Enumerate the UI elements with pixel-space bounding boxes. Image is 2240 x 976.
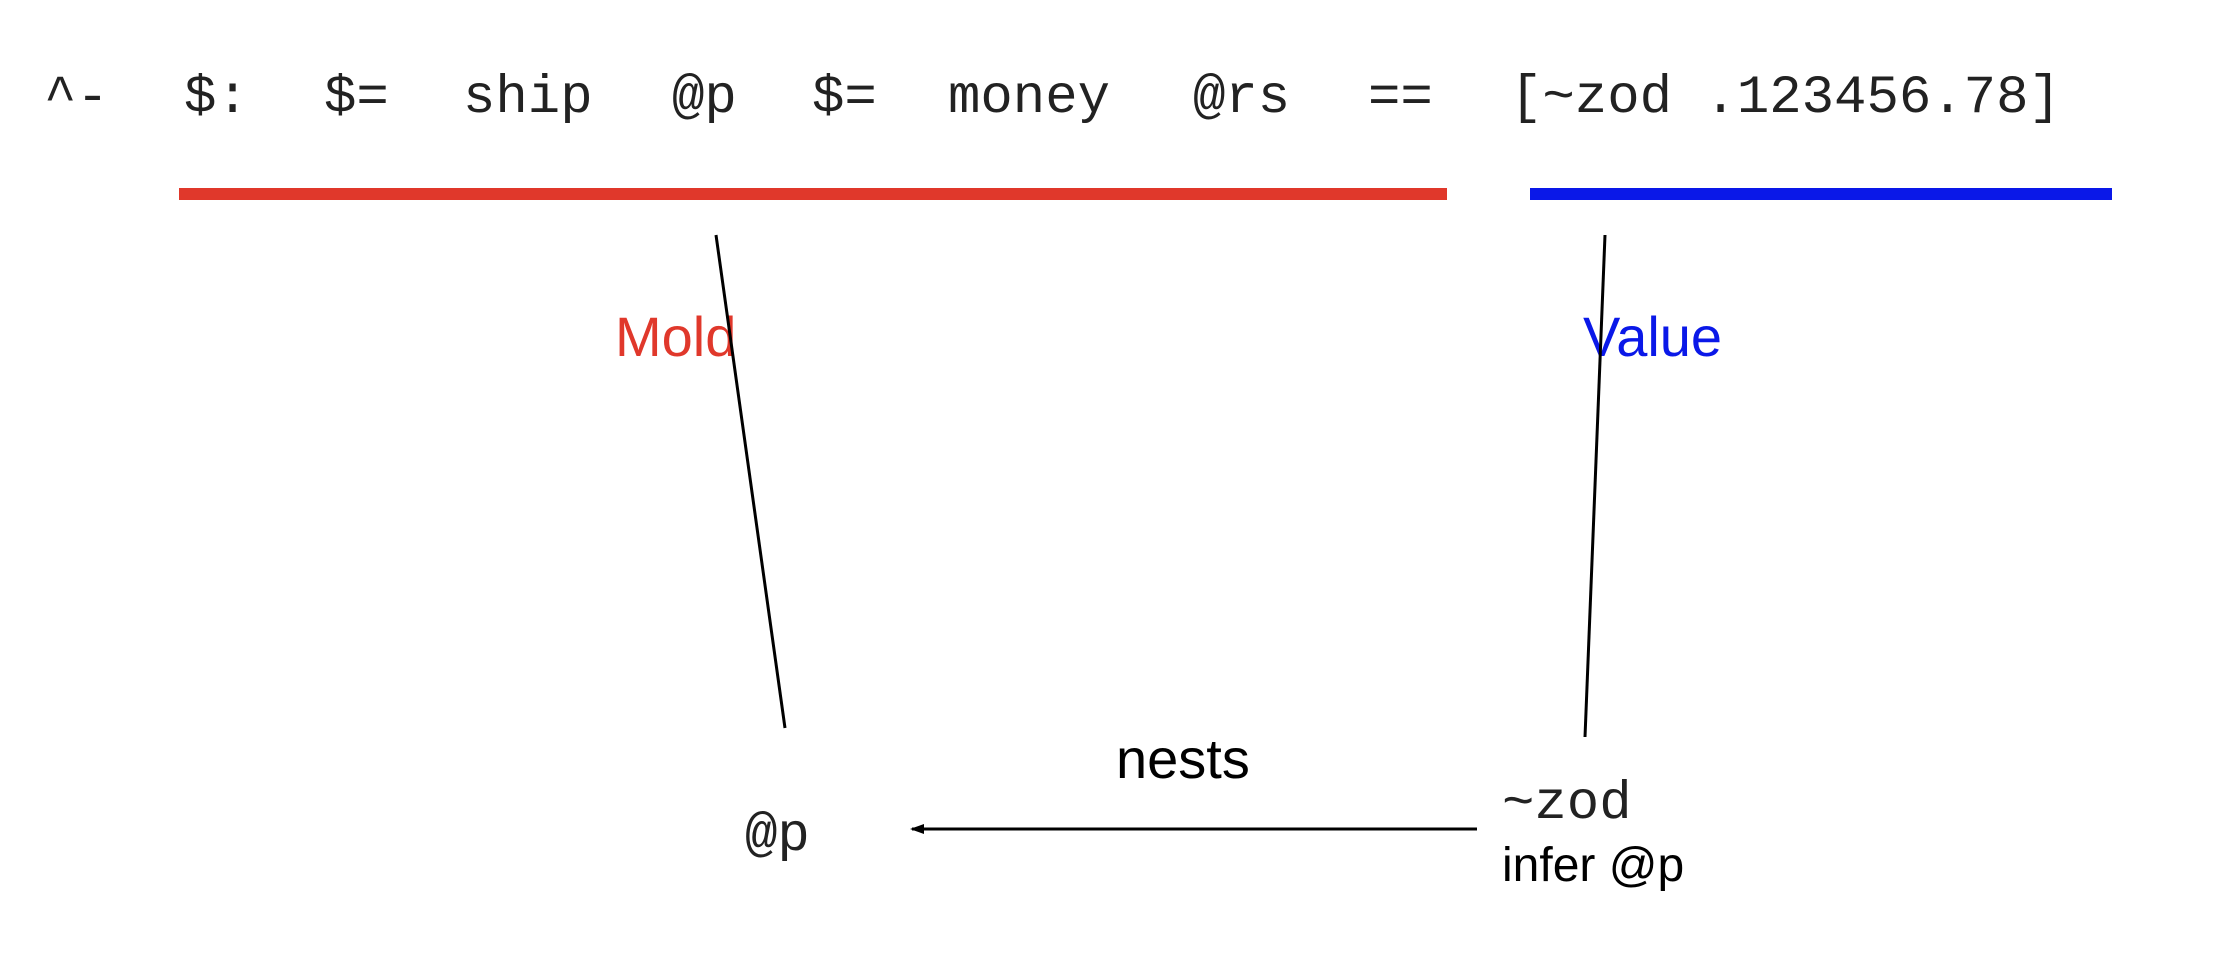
mold-result-aura: @p (745, 806, 810, 867)
code-token-value-literal: [~zod .123456.78] (1510, 68, 2061, 129)
code-token-aura-p: @p (672, 68, 737, 129)
mold-label: Mold (615, 305, 736, 368)
code-token-rune-cast: ^- (44, 68, 109, 129)
code-token-aura-rs: @rs (1193, 68, 1290, 129)
code-token-money: money (948, 68, 1110, 129)
infer-label: infer @p (1502, 839, 1684, 892)
mold-connector-line (714, 234, 787, 729)
value-underline-bar (1530, 188, 2112, 200)
code-token-rune-name-2: $= (812, 68, 877, 129)
code-token-rune-union: $: (184, 68, 249, 129)
code-token-equals: == (1368, 68, 1433, 129)
mold-underline-bar (179, 188, 1447, 200)
value-result-ship: ~zod (1502, 774, 1632, 835)
nests-label: nests (1116, 727, 1250, 790)
value-connector-line (1583, 234, 1607, 738)
value-label: Value (1583, 305, 1722, 368)
code-line: ^- $: $= ship @p $= money @rs == [~zod .… (44, 68, 2061, 129)
code-token-rune-name-1: $= (324, 68, 389, 129)
code-token-ship: ship (463, 68, 593, 129)
